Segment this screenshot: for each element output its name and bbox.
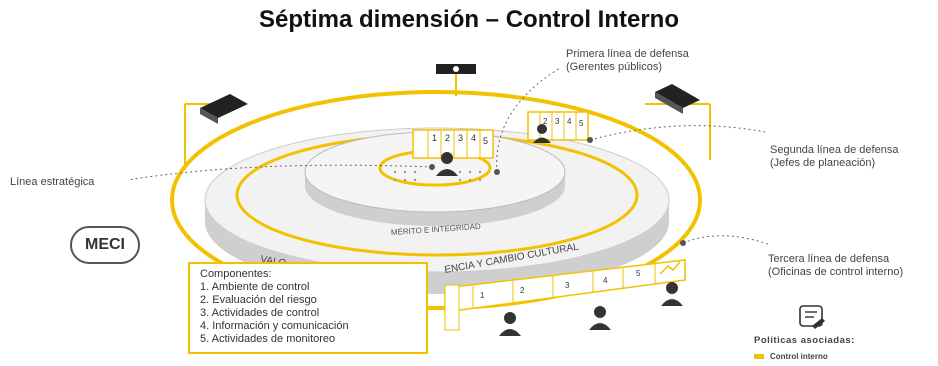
person-icon: [589, 306, 611, 330]
dot-grid: [393, 170, 482, 182]
leader-tercera: [682, 235, 769, 245]
linea-estrategica-label: Línea estratégica: [10, 176, 95, 188]
step-number: 1: [432, 133, 437, 143]
componente-item: 2. Evaluación del riesgo: [200, 294, 317, 306]
outer-yellow-ring: [170, 90, 702, 310]
meci-logo: MECI: [70, 226, 140, 264]
person-icon: [436, 152, 458, 176]
policy-document-icon: [799, 305, 825, 329]
step-number: 2: [543, 117, 548, 126]
bottom-step-numbers: 1 2 3 4 5: [480, 269, 641, 300]
step-number: 5: [483, 136, 488, 146]
step-number: 2: [520, 286, 525, 295]
step-number: 3: [458, 133, 463, 143]
leader-segunda: [589, 125, 766, 141]
step-number: 4: [567, 117, 572, 126]
legend-swatch: [754, 354, 764, 359]
trend-icon: [659, 261, 681, 275]
politicas-heading: Políticas asociadas:: [754, 335, 855, 346]
segunda-linea-label: Segunda línea de defensa (Jefes de plane…: [770, 144, 899, 169]
person-icon: [533, 124, 551, 143]
leader-primera: [496, 67, 561, 173]
right-step-numbers: 2 3 4 5: [543, 117, 584, 128]
step-number: 1: [480, 291, 485, 300]
politica-item: Control interno: [754, 352, 828, 361]
step-number: 2: [445, 133, 450, 143]
primera-linea-label: Primera línea de defensa (Gerentes públi…: [566, 48, 689, 73]
step-number: 3: [555, 117, 560, 126]
step-number: 3: [565, 281, 570, 290]
person-icon: [661, 282, 683, 306]
leader-estrategica: [127, 164, 433, 181]
componente-item: 4. Información y comunicación: [200, 320, 349, 332]
person-icon: [499, 312, 521, 336]
step-number: 5: [579, 119, 584, 128]
page-title: Séptima dimensión – Control Interno: [258, 6, 680, 33]
camera-icon: [436, 64, 476, 74]
device-icon: [200, 94, 248, 124]
device-icon: [655, 84, 700, 114]
componente-item: 1. Ambiente de control: [200, 281, 310, 293]
componente-item: 5. Actividades de monitoreo: [200, 333, 336, 345]
componentes-box: Componentes: 1. Ambiente de control 2. E…: [188, 262, 428, 354]
step-number: 5: [636, 269, 641, 278]
center-column-block: [412, 129, 494, 159]
tercera-linea-label: Tercera línea de defensa (Oficinas de co…: [768, 253, 904, 278]
bottom-step-block: [444, 259, 686, 331]
step-number: 4: [603, 276, 608, 285]
politica-item-label: Control interno: [770, 352, 828, 361]
componente-item: 3. Actividades de control: [200, 307, 320, 319]
middle-disk-side: [305, 172, 565, 226]
componentes-heading: Componentes:: [200, 268, 272, 280]
step-number: 4: [471, 133, 476, 143]
center-step-numbers: 1 2 3 4 5: [432, 133, 488, 146]
